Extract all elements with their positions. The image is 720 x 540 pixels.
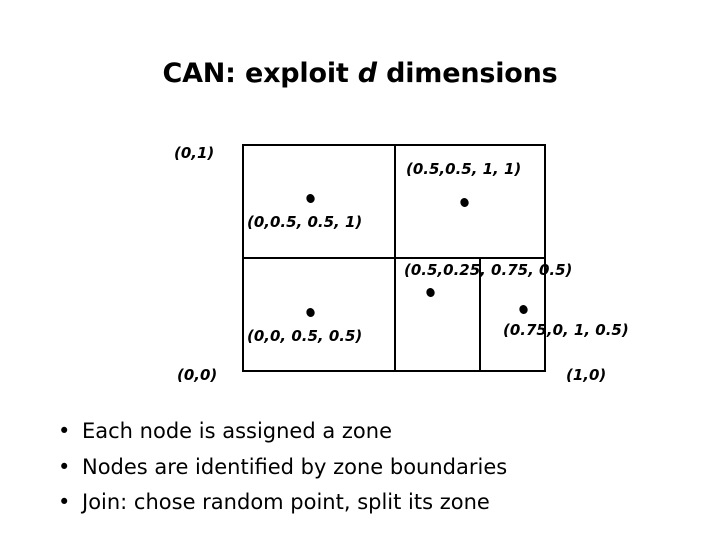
zone-label-top-left: (0,0.5, 0.5, 1) xyxy=(247,213,363,231)
corner-label-0-0: (0,0) xyxy=(177,366,218,384)
title-variable-d: d xyxy=(357,58,377,89)
bullet-glyph-icon: • xyxy=(58,419,71,443)
list-item: • Nodes are identified by zone boundarie… xyxy=(52,454,692,482)
zone-label-bottom-middle: (0.5,0.25, 0.75, 0.5) xyxy=(404,261,573,279)
title-suffix: dimensions xyxy=(376,58,558,89)
list-item: • Each node is assigned a zone xyxy=(52,418,692,446)
bullet-glyph-icon: • xyxy=(58,454,71,479)
corner-label-0-1: (0,1) xyxy=(174,144,215,162)
zone-label-bottom-right: (0.75,0, 1, 0.5) xyxy=(503,321,629,339)
zone-label-top-right: (0.5,0.5, 1, 1) xyxy=(406,160,522,178)
corner-label-1-0: (1,0) xyxy=(566,366,607,384)
bullet-glyph-icon: • xyxy=(58,490,71,515)
bullet-list: • Each node is assigned a zone • Nodes a… xyxy=(52,418,692,525)
page-title: CAN: exploit d dimensions xyxy=(0,58,720,89)
zone-label-bottom-left: (0,0, 0.5, 0.5) xyxy=(247,327,363,345)
list-item-text: Each node is assigned a zone xyxy=(82,419,392,443)
list-item: • Join: chose random point, split its zo… xyxy=(52,489,692,517)
can-coordinate-space-diagram: (0,1) (0,0) (1,0) (0,0.5, 0.5, 1) (0.5,0… xyxy=(174,144,629,384)
title-prefix: CAN: exploit xyxy=(162,58,358,89)
zone-divider-vertical-lower-right xyxy=(479,257,481,372)
list-item-text: Nodes are identified by zone boundaries xyxy=(82,454,508,479)
zone-divider-vertical-mid xyxy=(394,144,396,372)
list-item-text: Join: chose random point, split its zone xyxy=(82,490,490,515)
